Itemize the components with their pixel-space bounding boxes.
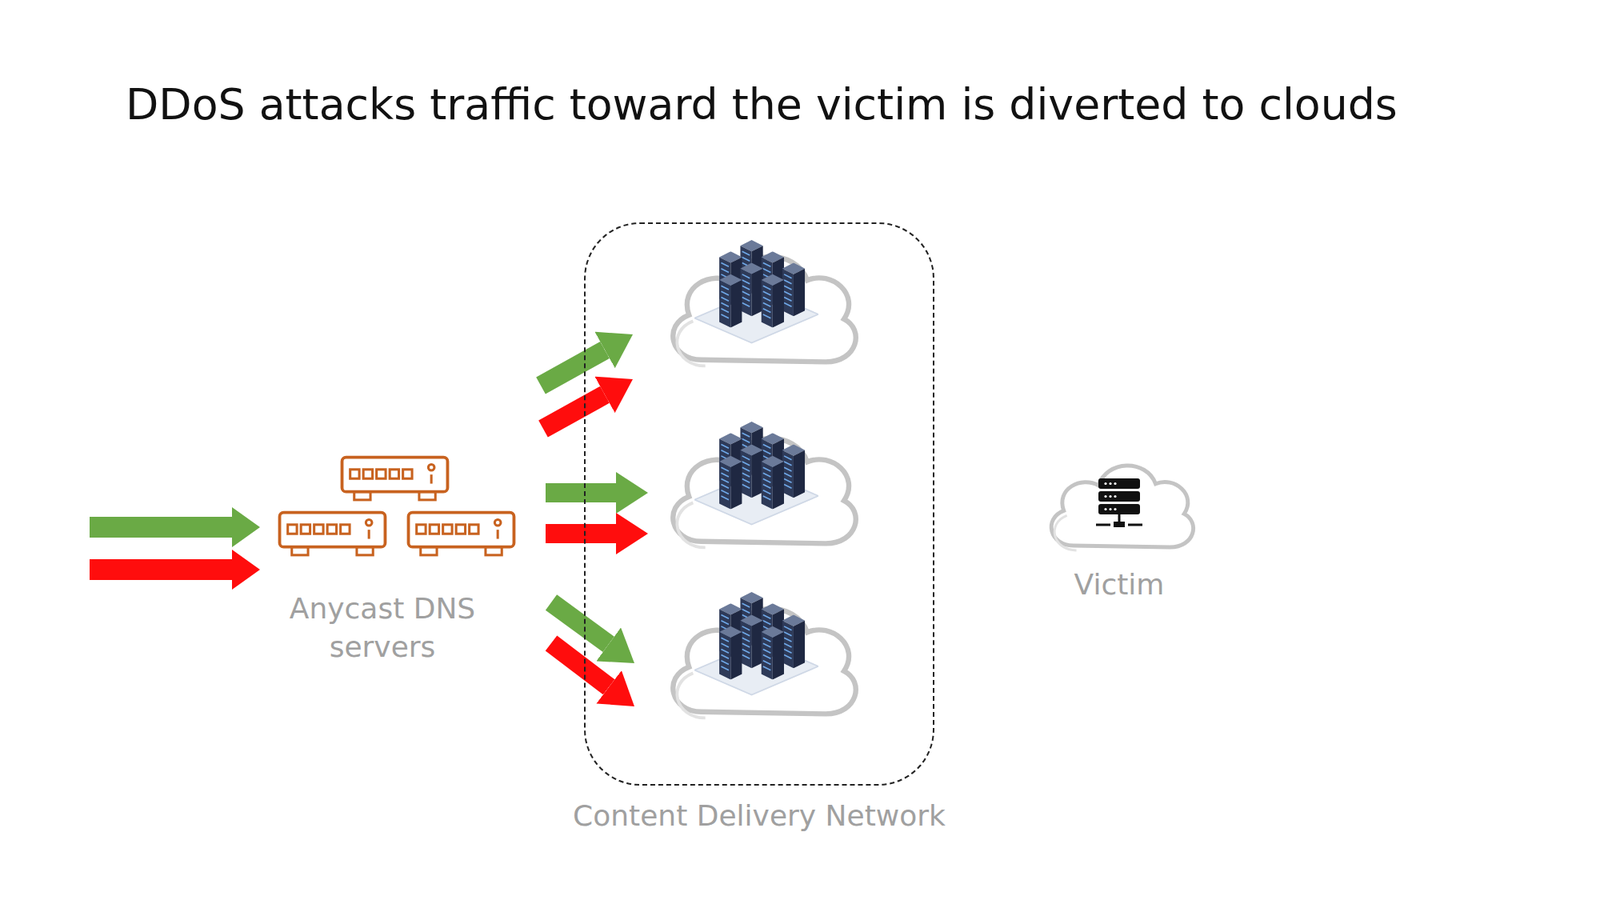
dns-server-icon: [280, 512, 386, 556]
network-region: Content Delivery Network: [584, 222, 935, 786]
dns-server-icon: [408, 512, 515, 556]
dns-server-icon: [342, 457, 448, 500]
victim-host: Victim: [1032, 444, 1207, 604]
server-group: Anycast DNS servers: [258, 452, 507, 667]
red-traffic-arrow: [543, 394, 605, 429]
server-cluster: [694, 421, 819, 525]
node-label: Anycast DNS servers: [258, 589, 507, 667]
red-traffic-arrow: [551, 643, 609, 688]
green-traffic-arrow: [545, 483, 616, 503]
diagram-title: DDoS attacks traffic toward the victim i…: [125, 80, 1398, 130]
cloud-shape: [1051, 465, 1193, 551]
node-label: Content Delivery Network: [505, 796, 1013, 836]
server-icon: [1096, 478, 1143, 528]
green-traffic-arrow: [540, 349, 605, 386]
incoming-arrow: [89, 549, 260, 590]
node-label: Victim: [1032, 565, 1207, 604]
red-traffic-arrow: [545, 524, 616, 544]
server-cluster: [694, 240, 819, 344]
incoming-arrow: [89, 507, 260, 548]
server-cluster: [694, 592, 819, 696]
